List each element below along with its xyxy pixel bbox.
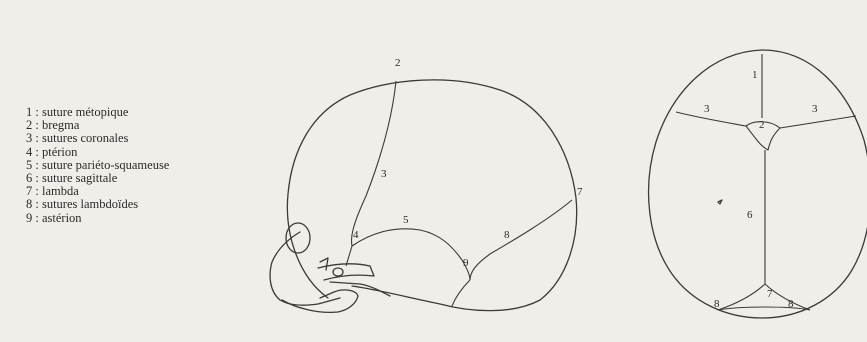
mandible	[282, 290, 358, 312]
occipito-mastoid-suture	[452, 280, 470, 306]
superior-skull-outline	[649, 50, 867, 318]
coronal-suture-right	[780, 116, 856, 128]
label-metopic: 1	[752, 69, 758, 81]
orbit	[286, 223, 310, 253]
label-lambdoid-left: 8	[714, 298, 720, 310]
label-coronal-left: 3	[704, 103, 710, 115]
label-sagittal: 6	[747, 209, 753, 221]
label-lambdoid-lateral: 8	[504, 229, 510, 241]
label-bregma-superior: 2	[759, 119, 765, 131]
lambdoid-suture	[470, 200, 572, 280]
lateral-skull-outline	[287, 80, 576, 311]
superior-skull-view	[649, 50, 867, 318]
parieto-squamous-suture	[352, 229, 470, 280]
superior-labels: 1 3 3 2 6 8 7 8	[704, 69, 818, 310]
label-pterion: 4	[353, 229, 359, 241]
sphenoid-suture	[346, 246, 352, 266]
label-coronal-lateral: 3	[381, 168, 387, 180]
coronal-suture-left	[676, 112, 746, 126]
label-lambda-superior: 7	[767, 288, 773, 300]
occipital-margin	[718, 307, 810, 310]
label-coronal-right: 3	[812, 103, 818, 115]
ear-canal	[333, 268, 343, 276]
coronal-suture	[352, 81, 396, 246]
label-bregma-lateral: 2	[395, 57, 401, 69]
cheek-line	[320, 258, 328, 270]
label-parieto-squamous: 5	[403, 214, 409, 226]
mastoid-region	[330, 282, 390, 296]
lateral-labels: 2 3 4 5 7 8 9	[353, 57, 583, 269]
lambdoid-suture-left	[718, 284, 765, 310]
ink-mark	[718, 200, 722, 204]
label-lambda-lateral: 7	[577, 186, 583, 198]
label-lambdoid-right: 8	[788, 298, 794, 310]
lateral-skull-view	[270, 80, 577, 312]
label-asterion: 9	[463, 257, 469, 269]
